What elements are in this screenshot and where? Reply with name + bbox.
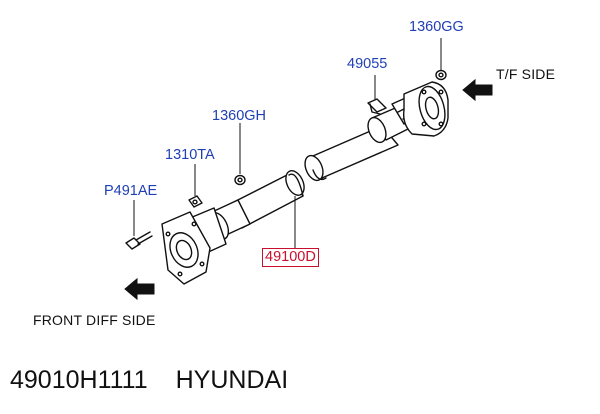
callout-1360gh: 1360GH xyxy=(212,108,267,124)
front-yoke xyxy=(189,199,251,255)
front-diff-side-label: FRONT DIFF SIDE xyxy=(33,312,156,328)
nut-1310ta xyxy=(188,195,203,208)
bolt-p491ae xyxy=(125,231,153,250)
bolt-49055 xyxy=(367,98,387,115)
arrow-left-icon xyxy=(462,78,493,102)
nut-1360gg xyxy=(435,69,447,81)
callout-p491ae: P491AE xyxy=(104,183,158,199)
footer-caption: 49010H1111 HYUNDAI xyxy=(10,368,288,393)
callout-1310ta: 1310TA xyxy=(165,147,215,163)
arrow-left-icon xyxy=(124,277,155,301)
tf-side-label: T/F SIDE xyxy=(496,66,556,82)
front-flange xyxy=(161,211,211,285)
part-number: 49010H1111 xyxy=(10,366,148,394)
leader-lines xyxy=(133,38,442,248)
nut-1360gh xyxy=(234,174,246,186)
callout-49100d: 49100D xyxy=(262,248,319,267)
callout-1360gg: 1360GG xyxy=(409,19,464,35)
brand-name: HYUNDAI xyxy=(175,366,289,394)
callout-49055: 49055 xyxy=(347,56,388,72)
rear-flange xyxy=(402,81,449,137)
